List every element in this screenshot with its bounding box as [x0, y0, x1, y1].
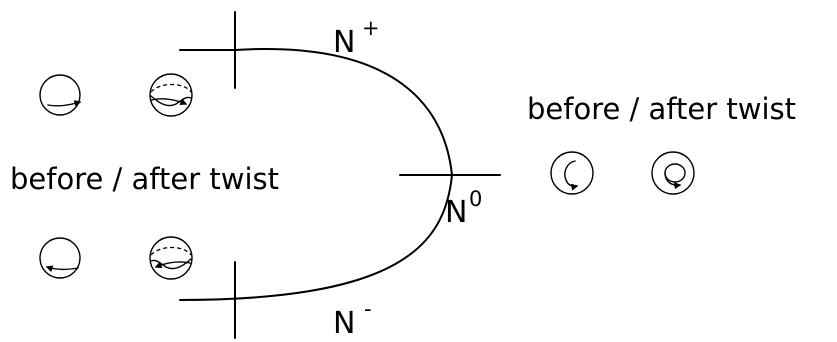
n-zero-label: N: [445, 195, 467, 230]
circle-straight-arrow-reverse-icon: [39, 237, 81, 279]
sphere-twisted-arrow-reverse-icon: [149, 236, 193, 280]
circle-curl-arrow-icon: [550, 151, 594, 195]
n-minus-superscript: -: [364, 297, 372, 321]
n-zero-superscript: 0: [469, 187, 482, 211]
n-minus-label: N: [333, 306, 355, 341]
n-plus-superscript: +: [362, 16, 380, 40]
circle-loop-arrow-icon: [651, 151, 695, 195]
n-plus-label: N: [333, 25, 355, 60]
right-caption: before / after twist: [527, 92, 796, 126]
sphere-twisted-arrow-icon: [149, 73, 193, 117]
left-caption: before / after twist: [10, 162, 279, 196]
circle-straight-arrow-icon: [39, 74, 82, 116]
